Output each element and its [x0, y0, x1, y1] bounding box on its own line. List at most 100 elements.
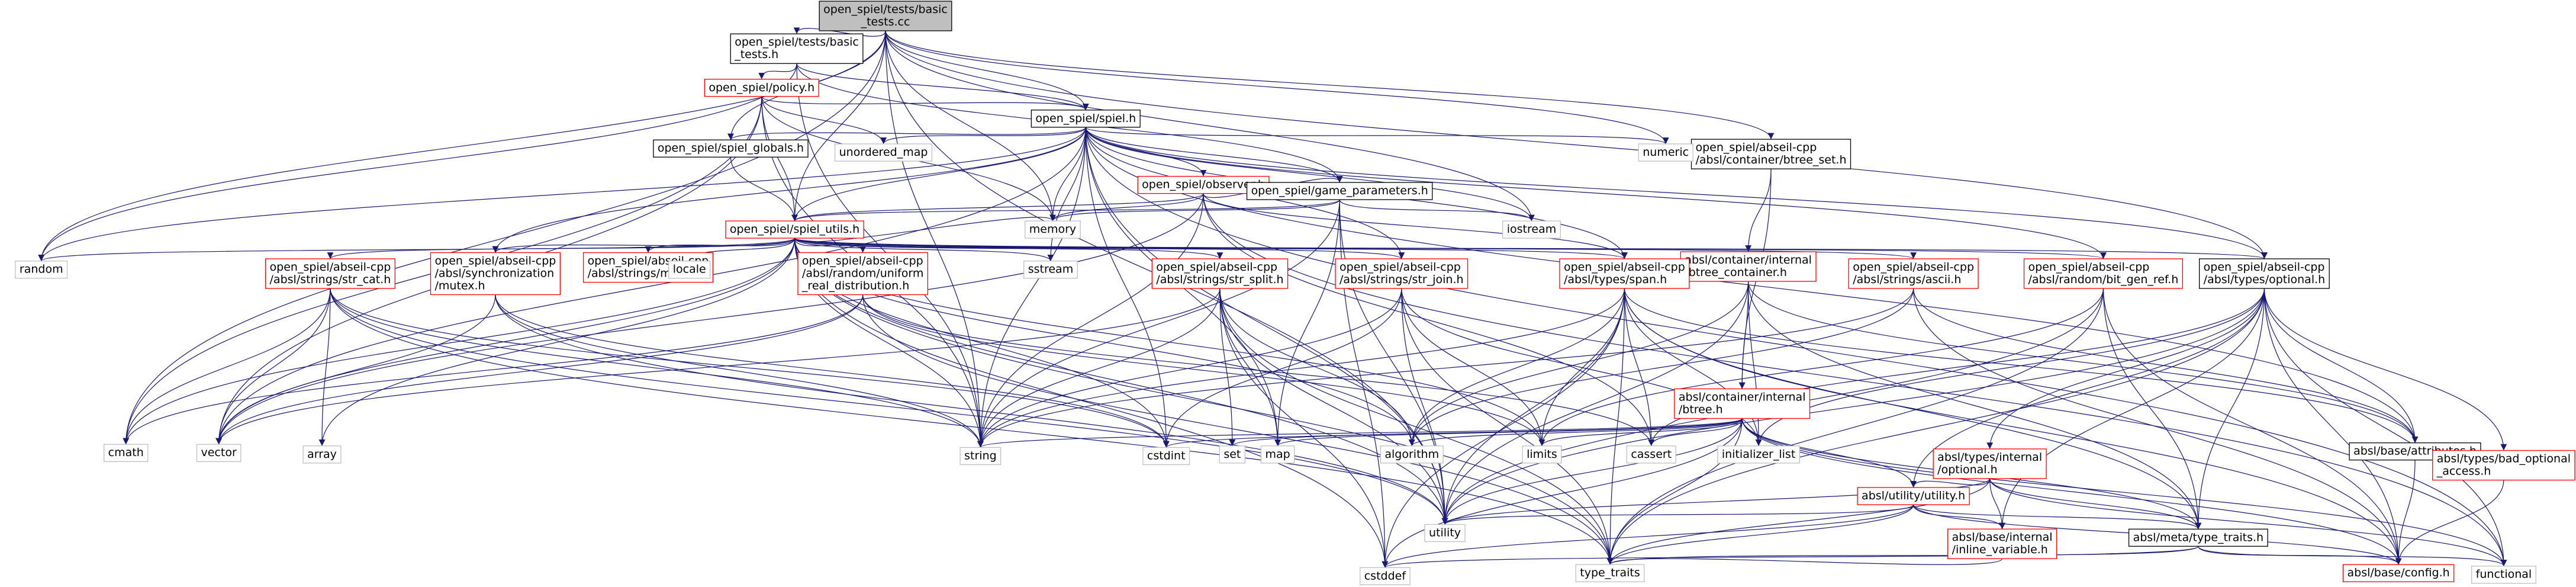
- node-label: open_spiel/abseil-cpp: [802, 254, 923, 267]
- node-box: [1142, 447, 1190, 466]
- node-box: [1680, 251, 1817, 282]
- node-label: string: [964, 449, 997, 462]
- node-limits[interactable]: limits: [1522, 445, 1562, 464]
- edge-optional_h-to-attributes_h: [2263, 288, 2419, 443]
- node-spiel_globals_h[interactable]: open_spiel/spiel_globals.h: [653, 139, 809, 158]
- node-type_traits[interactable]: type_traits: [1575, 564, 1645, 582]
- edge-str_split_h-to-string: [977, 288, 1221, 448]
- node-bit_gen_ref_h[interactable]: open_spiel/abseil-cpp/absl/random/bit_ge…: [2023, 258, 2183, 289]
- node-iostream[interactable]: iostream: [1502, 220, 1561, 239]
- node-string[interactable]: string: [959, 447, 1002, 466]
- node-label: /optional.h: [1937, 463, 1998, 476]
- edge-optional_h-to-type_traits: [1606, 288, 2265, 565]
- node-memory[interactable]: memory: [1025, 220, 1081, 239]
- edge-optional_h-to-bad_optional_h: [2263, 288, 2507, 451]
- node-utility[interactable]: utility: [1424, 524, 1466, 543]
- edge-spiel_utils_h-to-sstream: [794, 238, 1054, 261]
- edge-optional_h-to-utility: [1441, 288, 2265, 525]
- edge-spiel_h-to-random: [38, 127, 1086, 261]
- node-vector[interactable]: vector: [196, 444, 242, 462]
- node-cstddef[interactable]: cstddef: [1360, 567, 1411, 585]
- edge-uniform_h-to-cassert: [862, 294, 1655, 446]
- edge-type_traits_h-to-cstddef: [1382, 546, 2199, 568]
- node-label: random: [20, 263, 63, 276]
- node-uniform_h[interactable]: open_spiel/abseil-cpp/absl/random/unifor…: [797, 252, 929, 296]
- edge-utility_h-to-utility: [1441, 504, 1914, 525]
- edge-observer_h-to-spiel_utils_h: [791, 193, 1204, 222]
- node-box: [1638, 143, 1693, 162]
- node-label: initializer_list: [1722, 448, 1795, 461]
- node-root[interactable]: open_spiel/tests/basic_tests.cc: [819, 1, 952, 31]
- node-functional[interactable]: functional: [2471, 566, 2536, 584]
- node-str_cat_h[interactable]: open_spiel/abseil-cpp/absl/strings/str_c…: [265, 258, 396, 289]
- node-label: absl/base/config.h: [2348, 566, 2450, 579]
- edge-spiel_h-to-spiel_globals_h: [727, 127, 1086, 140]
- node-btree_container_h[interactable]: absl/container/internal/btree_container.…: [1680, 251, 1817, 282]
- node-ascii_h[interactable]: open_spiel/abseil-cpp/absl/strings/ascii…: [1848, 258, 1979, 289]
- node-cstdint[interactable]: cstdint: [1142, 447, 1190, 466]
- edge-btree_container_h-to-algorithm: [1408, 281, 1749, 446]
- edge-span_h-to-utility: [1441, 288, 1625, 525]
- node-label: cmath: [108, 446, 144, 459]
- node-label: absl/container/internal: [1685, 254, 1812, 267]
- node-box: [1360, 567, 1411, 585]
- node-str_split_h[interactable]: open_spiel/abseil-cpp/absl/strings/str_s…: [1151, 258, 1289, 289]
- node-locale[interactable]: locale: [668, 261, 711, 279]
- node-label: /absl/types/span.h: [1564, 273, 1667, 286]
- edge-internal_optional_h-to-type_traits_h: [1989, 478, 2202, 530]
- node-sstream[interactable]: sstream: [1023, 261, 1078, 279]
- edge-basic_tests_h-to-spiel_h: [796, 63, 1089, 110]
- node-label: unordered_map: [839, 146, 928, 159]
- node-game_parameters_h[interactable]: open_spiel/game_parameters.h: [1246, 182, 1433, 200]
- node-span_h[interactable]: open_spiel/abseil-cpp/absl/types/span.h: [1559, 258, 1690, 289]
- node-box: [797, 252, 929, 296]
- edge-observer_h-to-vector: [215, 193, 1204, 445]
- node-spiel_h[interactable]: open_spiel/spiel.h: [1031, 110, 1141, 128]
- node-btree_set_h[interactable]: open_spiel/abseil-cpp/absl/container/btr…: [1690, 139, 1852, 169]
- node-policy_h[interactable]: open_spiel/policy.h: [704, 79, 819, 97]
- node-label: open_spiel/abseil-cpp: [270, 261, 391, 274]
- node-label: open_spiel/abseil-cpp: [2028, 261, 2150, 274]
- node-internal_optional_h[interactable]: absl/types/internal/optional.h: [1933, 448, 2047, 479]
- node-utility_h[interactable]: absl/utility/utility.h: [1857, 487, 1970, 505]
- edge-observer_h-to-memory: [1049, 193, 1204, 222]
- node-initializer_list[interactable]: initializer_list: [1717, 445, 1800, 464]
- node-numeric[interactable]: numeric: [1638, 143, 1693, 162]
- node-mutex_h[interactable]: open_spiel/abseil-cpp/absl/synchronizati…: [430, 252, 561, 296]
- node-label: sstream: [1028, 263, 1073, 276]
- node-bad_optional_h[interactable]: absl/types/bad_optional_access.h: [2432, 450, 2575, 481]
- nodes-layer: open_spiel/tests/basic_tests.ccopen_spie…: [15, 1, 2575, 585]
- node-optional_h[interactable]: open_spiel/abseil-cpp/absl/types/optiona…: [2199, 258, 2330, 289]
- edge-spiel_utils_h-to-span_h: [794, 238, 1628, 259]
- node-basic_tests_h[interactable]: open_spiel/tests/basic_tests.h: [730, 33, 864, 64]
- edge-spiel_h-to-mutex_h: [492, 127, 1086, 253]
- node-cassert[interactable]: cassert: [1626, 445, 1676, 464]
- node-spiel_utils_h[interactable]: open_spiel/spiel_utils.h: [725, 220, 864, 239]
- node-unordered_map[interactable]: unordered_map: [834, 143, 933, 162]
- edge-span_h-to-limits: [1538, 288, 1625, 446]
- edge-game_parameters_h-to-cstddef: [1339, 200, 1389, 568]
- node-box: [1260, 445, 1295, 464]
- edge-btree_h-to-algorithm: [1409, 418, 1743, 447]
- edge-spiel_utils_h-to-memory: [794, 214, 1056, 242]
- node-config_h[interactable]: absl/base/config.h: [2342, 564, 2455, 582]
- node-array[interactable]: array: [302, 445, 342, 464]
- node-random[interactable]: random: [15, 261, 68, 279]
- edge-str_cat_h-to-type_traits: [330, 288, 1614, 565]
- node-map[interactable]: map: [1260, 445, 1295, 464]
- node-cmath[interactable]: cmath: [104, 444, 149, 462]
- node-algorithm[interactable]: algorithm: [1380, 445, 1444, 464]
- node-str_join_h[interactable]: open_spiel/abseil-cpp/absl/strings/str_j…: [1335, 258, 1469, 289]
- edge-spiel_utils_h-to-cstddef: [794, 238, 1389, 568]
- edge-root-to-basic_tests_h: [793, 27, 886, 37]
- node-set[interactable]: set: [1219, 445, 1246, 464]
- node-label: /absl/strings/str_split.h: [1156, 273, 1283, 286]
- edge-spiel_utils_h-to-random: [38, 238, 796, 262]
- edge-uniform_h-to-vector: [215, 294, 864, 445]
- node-type_traits_h[interactable]: absl/meta/type_traits.h: [2128, 528, 2268, 547]
- node-label: /absl/types/optional.h: [2204, 273, 2326, 286]
- node-inline_variable_h[interactable]: absl/base/internal/inline_variable.h: [1947, 528, 2057, 559]
- edge-span_h-to-cstddef: [1382, 288, 1625, 568]
- edge-optional_h-to-internal_optional_h: [1986, 288, 2265, 449]
- node-btree_h[interactable]: absl/container/internal/btree.h: [1674, 388, 1811, 419]
